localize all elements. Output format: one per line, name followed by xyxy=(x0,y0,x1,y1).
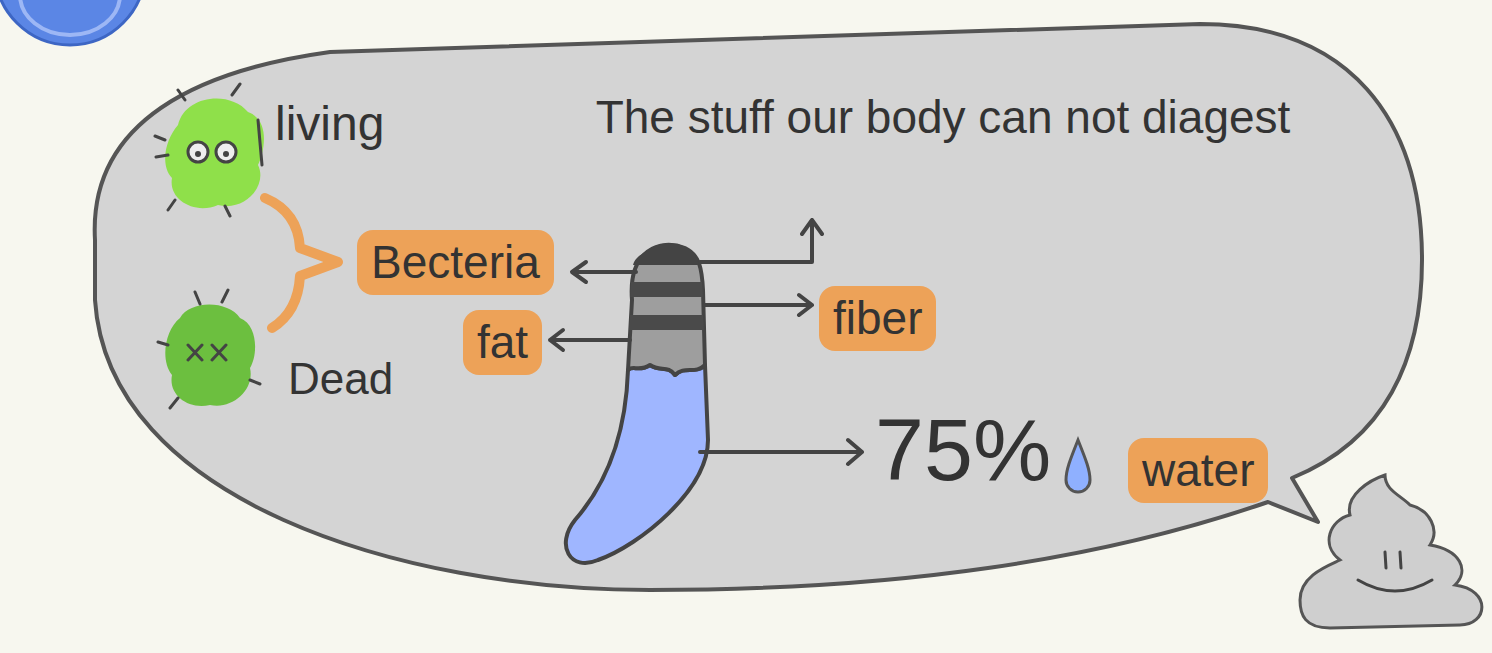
dead-bacterium-marks xyxy=(158,290,260,408)
note-label: Dead xyxy=(288,355,393,403)
bacterium-pupil xyxy=(195,151,201,157)
note-label: 75% xyxy=(875,402,1051,499)
highlight-box: fat xyxy=(463,310,542,375)
poop-face xyxy=(1358,552,1432,591)
arrow-water xyxy=(700,440,862,464)
corner-circle xyxy=(0,0,145,45)
note-label: living xyxy=(275,98,384,151)
highlight-text: fat xyxy=(477,316,528,368)
highlight-text: water xyxy=(1142,444,1254,496)
leader-arrows xyxy=(550,220,862,464)
highlight-box: fiber xyxy=(819,286,936,351)
sample-cap xyxy=(633,243,699,265)
highlight-box: Becteria xyxy=(357,230,554,295)
speech-bubble xyxy=(95,24,1422,590)
living-bacterium xyxy=(165,98,264,208)
bracket xyxy=(265,198,338,328)
bacterium-eye xyxy=(188,142,208,162)
highlight-box: water xyxy=(1128,438,1268,503)
note-label: The stuff our body can not diagest xyxy=(548,92,1338,143)
sample-stripes xyxy=(629,282,704,330)
arrow-bacteria xyxy=(572,262,636,282)
arrow-fat xyxy=(550,330,630,350)
dead-bacterium xyxy=(165,305,255,406)
corner-arc xyxy=(20,0,120,35)
arrow-fiber xyxy=(704,295,812,315)
bacterium-eye xyxy=(216,142,236,162)
bacterium-hairs xyxy=(155,84,262,216)
water-drop xyxy=(1066,440,1090,492)
bacterium-pupil xyxy=(223,151,229,157)
highlight-text: Becteria xyxy=(371,236,540,288)
highlight-text: fiber xyxy=(833,292,922,344)
poop-figure xyxy=(1300,475,1482,628)
sample-blue xyxy=(566,365,708,563)
arrow-undigested xyxy=(700,220,822,262)
